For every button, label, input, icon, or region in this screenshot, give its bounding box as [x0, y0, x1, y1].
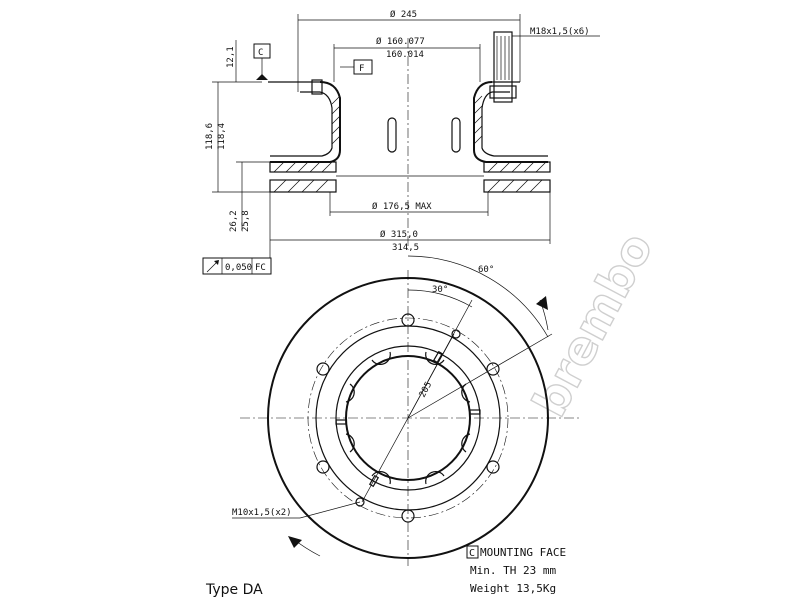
disc-outer-edge: [267, 277, 549, 559]
tolerance-box: [202, 257, 272, 275]
angle-30-ray: [407, 299, 473, 419]
wheel-stud-head: [489, 85, 517, 99]
ring-left-lower: [269, 179, 337, 193]
threaded-hole: [355, 497, 365, 507]
hub-bore: [345, 355, 471, 481]
angle-60-label: 60°: [478, 265, 494, 275]
hub-scallops: [345, 351, 471, 485]
hub-outer: [335, 345, 481, 491]
rotation-arrowhead-bottom: [288, 536, 302, 548]
tolerance-frame: 0,050 FC: [202, 257, 272, 275]
tolerance-value: 0,050: [225, 263, 252, 273]
bolt-hole: [401, 313, 415, 327]
weight-label: Weight 13,5Kg: [470, 582, 556, 595]
min-thickness-label: Min. TH 23 mm: [470, 564, 556, 577]
wheel-stud: [493, 31, 513, 103]
dim-12-label: 12,1: [226, 46, 236, 68]
bolt-circle-line: [307, 317, 509, 519]
dim-160-upper-label: Ø 160.077: [376, 36, 425, 47]
datum-c-label: C: [258, 48, 263, 58]
hat-hatching: [331, 95, 483, 145]
hat-left-outer: [270, 81, 341, 163]
rotation-arrowhead-top: [536, 296, 548, 310]
dim-315-b-label: 314,5: [392, 243, 419, 253]
notes-block: C MOUNTING FACE Min. TH 23 mm Weight 13,…: [466, 545, 566, 595]
angle-30-label: 30°: [432, 285, 448, 295]
cooling-slot-right: [451, 117, 461, 153]
bolt-hole: [486, 362, 500, 376]
mounting-letter: C: [469, 548, 475, 559]
front-view: 205 30° 60° M10x1,5(x2): [232, 255, 580, 566]
hat-right-outer: [473, 81, 548, 163]
dim-315-a-label: Ø 315,0: [380, 229, 418, 240]
dim-118-a-label: 118,6: [205, 123, 215, 150]
hat-left-inner: [270, 91, 333, 157]
dim-26-b-label: 25,8: [241, 210, 251, 232]
hat-right-inner: [481, 91, 548, 157]
dim-26-a-label: 26,2: [229, 210, 239, 232]
thread-top-label: M18x1,5(x6): [530, 27, 590, 37]
mounting-letter-box: [466, 545, 479, 559]
section-view: Ø 245 M18x1,5(x6) Ø 160.077 160.014 F C …: [205, 9, 600, 264]
dim-205-label: 205: [418, 380, 434, 399]
thread-small-leader: [299, 501, 361, 519]
dim-176-label: Ø 176,5 MAX: [372, 201, 432, 212]
wheel-stud-thread: [496, 36, 510, 80]
ring-right-lower: [483, 179, 551, 193]
angle-60-arc: [407, 255, 549, 338]
angle-60-ray: [407, 333, 553, 419]
datum-f-label: F: [359, 64, 364, 74]
bolt-hole: [316, 362, 330, 376]
ring-left-upper: [269, 161, 337, 173]
dim-118-b-label: 118,4: [217, 123, 227, 150]
bolt-hole: [316, 460, 330, 474]
tolerance-ref: FC: [255, 263, 266, 273]
thread-small-label: M10x1,5(x2): [232, 508, 292, 518]
dim-245-label: Ø 245: [390, 9, 417, 20]
bolt-holes: [316, 313, 500, 523]
cooling-slot-left: [387, 117, 397, 153]
ring-right-upper: [483, 161, 551, 173]
mounting-face-label: MOUNTING FACE: [480, 546, 566, 559]
bolt-hole: [486, 460, 500, 474]
angle-30-arc: [407, 289, 473, 308]
rotation-arrow-top: [539, 299, 549, 331]
ring-hatching: [273, 161, 547, 193]
flange-bolt-left: [311, 79, 323, 95]
bolt-hole: [401, 509, 415, 523]
dim-160-lower-label: 160.014: [386, 50, 424, 60]
type-label: Type DA: [205, 582, 263, 598]
watermark-text: brembo: [522, 224, 663, 425]
datum-c-triangle: [256, 74, 268, 80]
